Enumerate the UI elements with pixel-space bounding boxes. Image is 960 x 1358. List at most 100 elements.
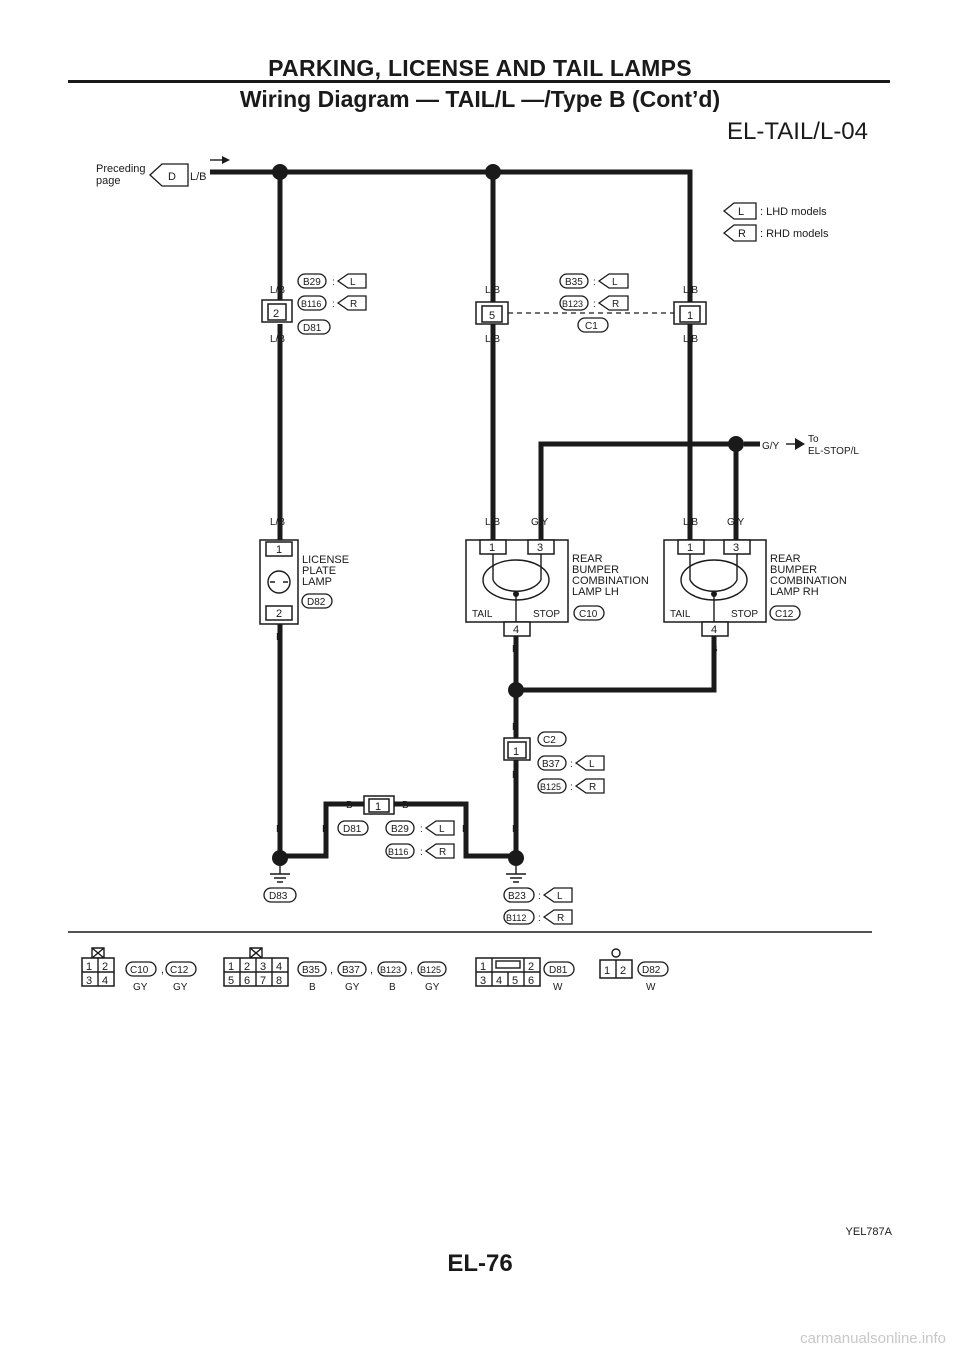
svg-text:D81: D81 [303,323,322,334]
svg-text:C12: C12 [775,609,794,620]
svg-text:B: B [389,982,396,993]
svg-text:D83: D83 [269,891,288,902]
svg-text:1: 1 [687,310,693,322]
svg-text:: LHD models: : LHD models [760,206,827,218]
svg-text:L/B: L/B [270,285,285,296]
svg-text::: : [538,891,541,902]
svg-text:C10: C10 [130,965,149,976]
svg-text:B125: B125 [420,965,441,975]
svg-text:R: R [612,299,619,310]
svg-text:L/B: L/B [683,285,698,296]
svg-text:TAIL: TAIL [670,609,691,620]
svg-text:4: 4 [513,624,519,636]
svg-text:B: B [309,982,316,993]
svg-text:REAR: REAR [572,553,603,565]
svg-text:B112: B112 [506,913,526,923]
svg-text:D81: D81 [549,965,568,976]
svg-text:L/B: L/B [270,517,285,528]
svg-text:,: , [370,964,373,976]
svg-text:8: 8 [276,975,282,987]
svg-text:5: 5 [512,975,518,987]
svg-text:C1: C1 [585,321,598,332]
svg-text:3: 3 [86,975,92,987]
svg-text:To: To [808,434,819,445]
splice-lb-2 [485,164,501,180]
svg-text:W: W [553,982,563,993]
svg-text:6: 6 [528,975,534,987]
connector-view-b35-b125: 1 2 3 4 5 6 7 8 B35 , B37 , B123 , B125 … [223,947,447,993]
svg-text:R: R [589,782,596,793]
svg-text:COMBINATION: COMBINATION [572,575,649,587]
svg-text:1: 1 [513,746,519,758]
svg-text:GY: GY [425,982,440,993]
svg-text:L: L [557,891,563,902]
svg-text:,: , [161,964,164,976]
svg-text::: : [420,847,423,858]
watermark: carmanualsonline.info [800,1330,946,1347]
svg-text:G/Y: G/Y [727,517,745,528]
svg-text:B35: B35 [565,277,583,288]
svg-text:B35: B35 [302,965,320,976]
svg-text:B: B [402,800,409,811]
svg-text:L: L [612,277,618,288]
svg-text:2: 2 [528,961,534,973]
license-plate-lamp: L/B 1 2 LICENSE PLATE LAMP D82 B [259,517,349,643]
svg-text:6: 6 [244,975,250,987]
svg-text:4: 4 [276,961,282,973]
ground-b23: B23 : L B112 : R [503,850,573,925]
svg-text:1: 1 [687,542,693,554]
svg-text:L/B: L/B [683,517,698,528]
svg-text:LAMP: LAMP [302,576,332,588]
svg-text:3: 3 [260,961,266,973]
svg-text:1: 1 [604,965,610,977]
svg-text:5: 5 [228,975,234,987]
svg-text:REAR: REAR [770,553,801,565]
svg-text:B: B [346,800,353,811]
svg-text:4: 4 [711,624,717,636]
rear-combination-lamp-lh: L/B G/Y 1 3 TAIL STOP 4 REAR BUMPER COMB… [465,517,649,655]
svg-text::: : [332,277,335,288]
svg-text::: : [332,299,335,310]
svg-text:COMBINATION: COMBINATION [770,575,847,587]
header-rule [68,80,890,83]
svg-text:1: 1 [228,961,234,973]
legend: L : LHD models R : RHD models [722,202,829,242]
svg-text:R: R [350,299,357,310]
svg-text:1: 1 [480,961,486,973]
svg-text:1: 1 [86,961,92,973]
svg-text:L: L [350,277,356,288]
svg-text:R: R [557,913,564,924]
svg-text:D: D [168,171,176,183]
connector-view-c10-c12: 1 2 3 4 C10 , C12 GY GY [81,947,197,993]
svg-text:L/B: L/B [190,171,207,183]
svg-text:B: B [462,824,469,835]
svg-text::: : [570,759,573,770]
svg-text:BUMPER: BUMPER [572,564,619,576]
svg-text:2: 2 [276,608,282,620]
svg-text:,: , [330,964,333,976]
svg-text:B116: B116 [388,847,408,857]
svg-text:B23: B23 [508,891,526,902]
svg-text::: : [570,782,573,793]
svg-text:GY: GY [173,982,188,993]
svg-text:STOP: STOP [731,609,758,620]
page-ref-tag [149,163,189,187]
svg-text:3: 3 [537,542,543,554]
splice-gy [728,436,744,452]
svg-text:L/B: L/B [485,517,500,528]
svg-text:1: 1 [276,544,282,556]
section-title: PARKING, LICENSE AND TAIL LAMPS [268,55,692,81]
svg-text:B123: B123 [562,299,583,309]
connector-view-d81: 1 2 3 4 5 6 D81 W [475,957,575,993]
connector-c2: B 1 B C2 B37 : L B125 : R [503,722,605,794]
ground-d83: D83 [263,850,297,903]
svg-text:B116: B116 [301,299,321,309]
svg-text:G/Y: G/Y [531,517,549,528]
svg-text:: RHD models: : RHD models [760,228,829,240]
svg-text:G/Y: G/Y [762,441,780,452]
svg-text:C10: C10 [579,609,598,620]
svg-text:B123: B123 [380,965,401,975]
svg-text:3: 3 [480,975,486,987]
svg-text:2: 2 [102,961,108,973]
